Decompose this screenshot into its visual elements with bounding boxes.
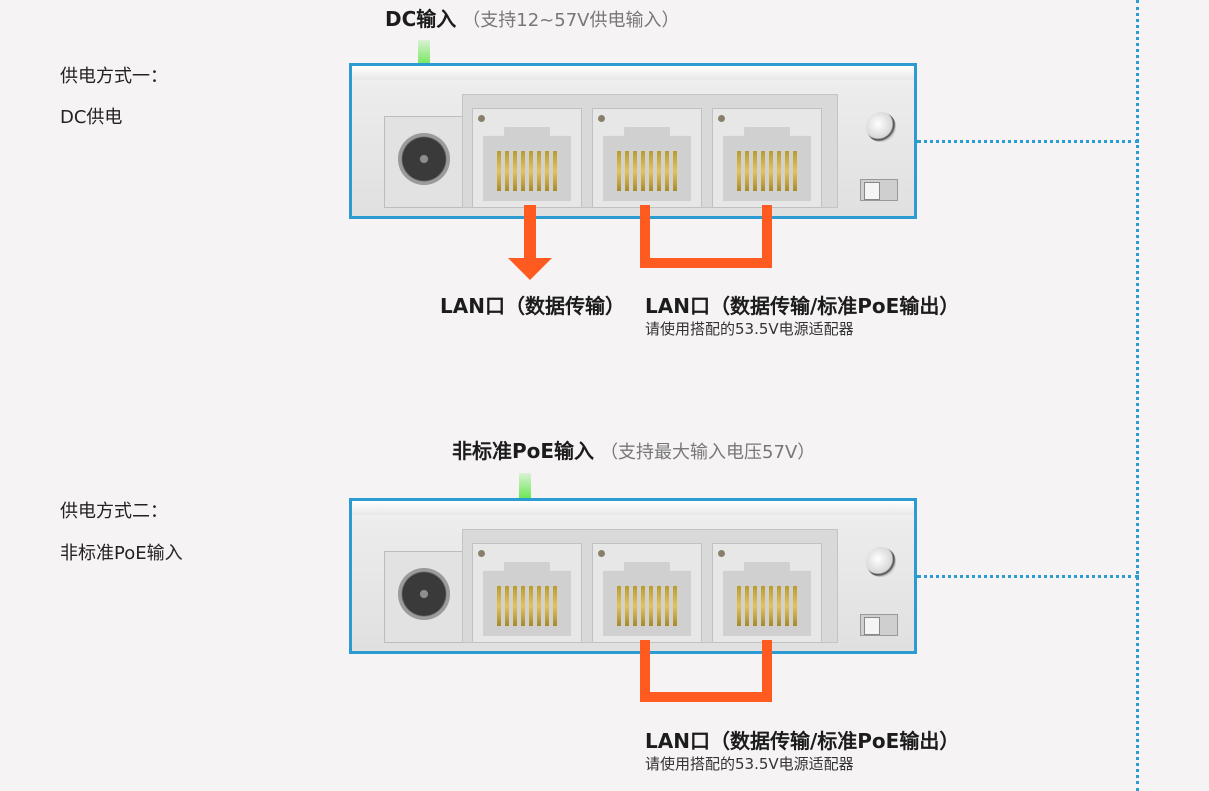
rj45-port-icon: [592, 543, 702, 643]
power-button-icon: [866, 112, 896, 142]
device-rim: [352, 501, 914, 515]
dc-jack-icon: [384, 116, 464, 208]
dc-jack-icon: [384, 551, 464, 643]
power-button-icon: [866, 547, 896, 577]
side-subtitle-1: DC供电: [60, 107, 123, 128]
adapter-note-1: 请使用搭配的53.5V电源适配器: [645, 320, 854, 338]
router-device-2: [349, 498, 917, 654]
rj45-port-icon: [712, 543, 822, 643]
side-subtitle-2: 非标准PoE输入: [60, 543, 183, 564]
device-rim: [352, 66, 914, 80]
rj45-port-icon: [472, 543, 582, 643]
adapter-note-2: 请使用搭配的53.5V电源适配器: [645, 755, 854, 773]
rj45-port-icon: [472, 108, 582, 208]
router-device-1: [349, 63, 917, 219]
poe-input-note: （支持最大输入电压57V）: [600, 442, 816, 463]
poe-link-loop-1: [640, 205, 772, 268]
power-method-two-section: 供电方式二： 非标准PoE输入 非标准PoE输入（支持最大输入电压57V） LA…: [0, 395, 1209, 791]
dotted-connector-1: [917, 140, 1139, 143]
side-title-1: 供电方式一：: [60, 66, 168, 87]
poe-input-label: 非标准PoE输入（支持最大输入电压57V）: [452, 435, 815, 464]
slide-switch-icon: [860, 614, 898, 636]
power-method-one-section: 供电方式一： DC供电 DC输入（支持12~57V供电输入） LAN口（数据传输…: [0, 0, 1209, 395]
poe-link-loop-2: [640, 640, 772, 702]
dc-input-label: DC输入（支持12~57V供电输入）: [385, 3, 680, 32]
slide-switch-icon: [860, 179, 898, 201]
lan-poe-label-1: LAN口（数据传输/标准PoE输出）: [645, 294, 960, 318]
side-title-2: 供电方式二：: [60, 501, 168, 522]
right-dotted-line: [1136, 0, 1139, 791]
lan-poe-label-2: LAN口（数据传输/标准PoE输出）: [645, 729, 960, 753]
dotted-connector-2: [917, 575, 1139, 578]
dc-input-note: （支持12~57V供电输入）: [462, 10, 680, 31]
dc-input-title: DC输入: [385, 7, 457, 31]
rj45-port-icon: [712, 108, 822, 208]
poe-input-title: 非标准PoE输入: [452, 439, 595, 463]
orange-arrow-shaft-1: [524, 205, 536, 260]
arrow-down-icon: [508, 258, 552, 280]
lan-data-label: LAN口（数据传输）: [440, 294, 625, 318]
rj45-port-icon: [592, 108, 702, 208]
